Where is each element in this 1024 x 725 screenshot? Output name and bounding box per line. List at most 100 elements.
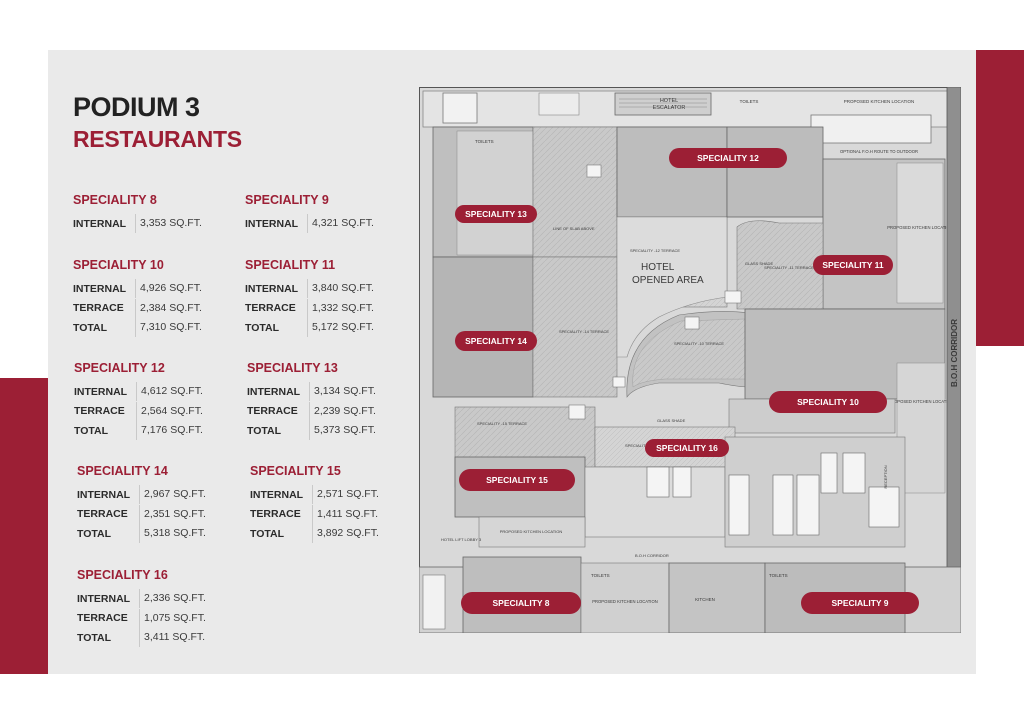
row-value: 4,321 SQ.FT. — [307, 214, 374, 234]
row-label: INTERNAL — [247, 385, 301, 398]
kitchen-label: KITCHEN — [695, 597, 715, 602]
row-value: 5,172 SQ.FT. — [307, 318, 374, 338]
row-label: INTERNAL — [245, 217, 299, 230]
unit-row: TOTAL 5,318 SQ.FT. — [77, 524, 206, 544]
row-label: TERRACE — [247, 405, 298, 418]
terrace-11: SPECIALITY -11 TERRACE — [764, 265, 814, 270]
row-label: INTERNAL — [77, 488, 131, 501]
row-value: 2,384 SQ.FT. — [135, 298, 202, 318]
unit-row: INTERNAL 2,967 SQ.FT. — [77, 485, 206, 505]
row-label: INTERNAL — [245, 282, 299, 295]
opened-area-2: OPENED AREA — [632, 275, 704, 286]
unit-title: SPECIALITY 8 — [73, 193, 157, 207]
row-label: TOTAL — [250, 527, 285, 540]
hotel-lift-lobby: HOTEL LIFT LOBBY 3 — [441, 537, 482, 542]
pill-label: SPECIALITY 13 — [465, 209, 527, 219]
unit-row: INTERNAL 2,571 SQ.FT. — [250, 485, 379, 505]
row-label: TOTAL — [77, 527, 112, 540]
toilets-left: TOILETS — [475, 139, 494, 144]
escalator-label-1: HOTEL — [660, 98, 678, 104]
line-of-slab: LINE OF SLAB ABOVE — [553, 226, 595, 231]
unit-row: TOTAL 3,411 SQ.FT. — [77, 628, 206, 648]
pill-s9: SPECIALITY 9 — [801, 592, 919, 614]
floor-plan: HOTEL ESCALATOR PROPOSED KITCHEN LOCATIO… — [419, 87, 961, 633]
row-label: TOTAL — [74, 424, 109, 437]
row-label: TERRACE — [250, 508, 301, 521]
row-value: 5,318 SQ.FT. — [139, 524, 206, 544]
pill-label: SPECIALITY 10 — [797, 397, 859, 407]
unit-row: INTERNAL 4,612 SQ.FT. — [74, 382, 203, 402]
row-value: 3,840 SQ.FT. — [307, 279, 374, 299]
unit-title: SPECIALITY 11 — [245, 258, 336, 272]
pill-s12: SPECIALITY 12 — [669, 148, 787, 168]
row-label: TOTAL — [77, 631, 112, 644]
pill-label: SPECIALITY 15 — [486, 475, 548, 485]
unit-title: SPECIALITY 13 — [247, 361, 338, 375]
pill-label: SPECIALITY 16 — [656, 443, 718, 453]
accent-bar-left — [0, 378, 48, 674]
pill-s15: SPECIALITY 15 — [459, 469, 575, 491]
row-label: TOTAL — [245, 321, 280, 334]
row-value: 2,239 SQ.FT. — [309, 401, 376, 421]
row-label: INTERNAL — [73, 282, 127, 295]
kitchen-note-top: PROPOSED KITCHEN LOCATION — [844, 99, 914, 104]
row-label: INTERNAL — [74, 385, 128, 398]
pill-s13: SPECIALITY 13 — [455, 205, 537, 223]
escalator — [614, 92, 712, 116]
reception-label: RECEPTION — [883, 465, 888, 488]
row-value: 3,353 SQ.FT. — [135, 214, 202, 234]
toilets-bottom: TOILETS — [591, 573, 610, 578]
boh-corridor-label: B.O.H CORRIDOR — [950, 319, 959, 387]
page-subtitle: RESTAURANTS — [73, 126, 242, 152]
terrace-10: SPECIALITY -10 TERRACE — [674, 341, 724, 346]
pill-s11: SPECIALITY 11 — [813, 255, 893, 275]
row-value: 4,612 SQ.FT. — [136, 382, 203, 402]
row-label: TERRACE — [245, 302, 296, 315]
unit-title: SPECIALITY 16 — [77, 568, 168, 582]
unit-row: TOTAL 7,176 SQ.FT. — [74, 421, 203, 441]
pill-s10: SPECIALITY 10 — [769, 391, 887, 413]
optional-route: OPTIONAL F.O.H ROUTE TO OUTDOOR — [840, 149, 918, 154]
row-value: 2,571 SQ.FT. — [312, 485, 379, 505]
glass-shade-11: GLASS SHADE — [745, 261, 774, 266]
kitchen-note-8: PROPOSED KITCHEN LOCATION — [592, 599, 658, 604]
row-value: 3,411 SQ.FT. — [139, 628, 205, 648]
terrace-14: SPECIALITY -14 TERRACE — [559, 329, 609, 334]
row-value: 7,176 SQ.FT. — [136, 421, 203, 441]
unit-row: INTERNAL 4,321 SQ.FT. — [245, 214, 374, 234]
row-value: 2,336 SQ.FT. — [139, 589, 206, 609]
toilets-bottom-right: TOILETS — [769, 573, 788, 578]
row-value: 2,967 SQ.FT. — [139, 485, 206, 505]
unit-title: SPECIALITY 10 — [73, 258, 164, 272]
unit-row: TERRACE 2,384 SQ.FT. — [73, 298, 202, 319]
pill-label: SPECIALITY 8 — [493, 598, 550, 608]
unit-speciality-11: SPECIALITY 11 INTERNAL 3,840 SQ.FT. TERRA… — [245, 257, 374, 338]
row-value: 1,332 SQ.FT. — [307, 298, 374, 318]
row-label: TERRACE — [77, 508, 128, 521]
row-label: INTERNAL — [250, 488, 304, 501]
row-label: TERRACE — [73, 302, 124, 315]
glass-shade-16: GLASS SHADE — [657, 418, 686, 423]
row-label: TOTAL — [247, 424, 282, 437]
toilets-top: TOILETS — [740, 99, 759, 104]
boh-corridor — [946, 87, 961, 633]
kitchen-note-15: PROPOSED KITCHEN LOCATION — [500, 529, 563, 534]
pill-s14: SPECIALITY 14 — [455, 331, 537, 351]
row-value: 7,310 SQ.FT. — [135, 318, 202, 338]
row-label: TERRACE — [77, 612, 128, 625]
opened-area-1: HOTEL — [641, 262, 675, 273]
